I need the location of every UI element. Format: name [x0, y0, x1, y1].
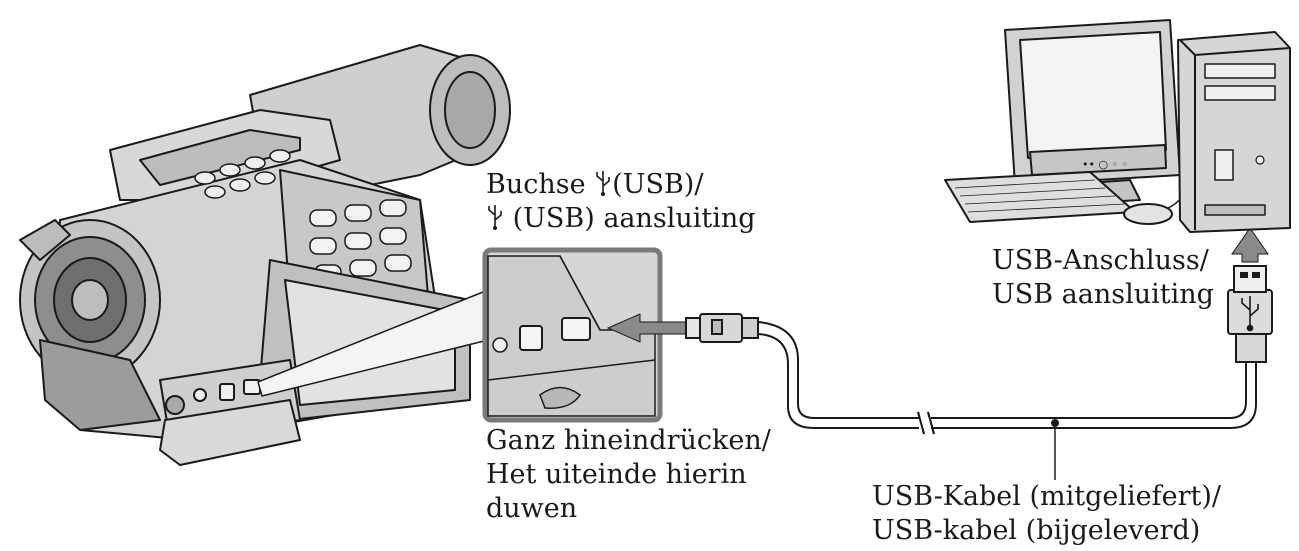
usb-jack-label-line2: (USB) aansluiting	[486, 202, 756, 236]
usb-cable-label-line1: USB-Kabel (mitgeliefert)/	[872, 481, 1221, 512]
usb-jack-label-text: Buchse	[486, 169, 586, 200]
usb-jack-label-text2: (USB) aansluiting	[504, 203, 756, 234]
usb-jack-label-line1: Buchse (USB)/	[486, 168, 756, 202]
usb-port-label: USB-Anschluss/ USB aansluiting	[992, 244, 1214, 312]
arrow-icon	[1231, 227, 1269, 263]
usb-cable-label-line2: USB-kabel (bijgeleverd)	[872, 515, 1201, 546]
push-in-label: Ganz hineindrücken/ Het uiteinde hierin …	[486, 424, 771, 526]
usb-jack-inset	[482, 247, 663, 423]
usb-icon	[488, 205, 502, 230]
camcorder-illustration	[19, 44, 511, 466]
push-in-label-line1: Ganz hineindrücken/	[486, 425, 771, 456]
svg-text:•• ○ ◦ ◦: •• ○ ◦ ◦	[1082, 158, 1128, 171]
push-in-label-line3: duwen	[486, 493, 578, 524]
usb-cable-label: USB-Kabel (mitgeliefert)/ USB-kabel (bij…	[872, 480, 1221, 548]
usb-cable-illustration	[685, 265, 1273, 480]
usb-port-label-line1: USB-Anschluss/	[992, 245, 1209, 276]
usb-jack-label-suffix: (USB)/	[612, 169, 704, 200]
usb-icon	[1241, 296, 1259, 332]
push-in-label-line2: Het uiteinde hierin	[486, 459, 747, 490]
computer-illustration: •• ○ ◦ ◦	[944, 19, 1291, 233]
usb-jack-label: Buchse (USB)/ (USB) aansluiting	[486, 168, 756, 236]
usb-port-label-line2: USB aansluiting	[992, 279, 1214, 310]
usb-icon	[596, 171, 610, 196]
